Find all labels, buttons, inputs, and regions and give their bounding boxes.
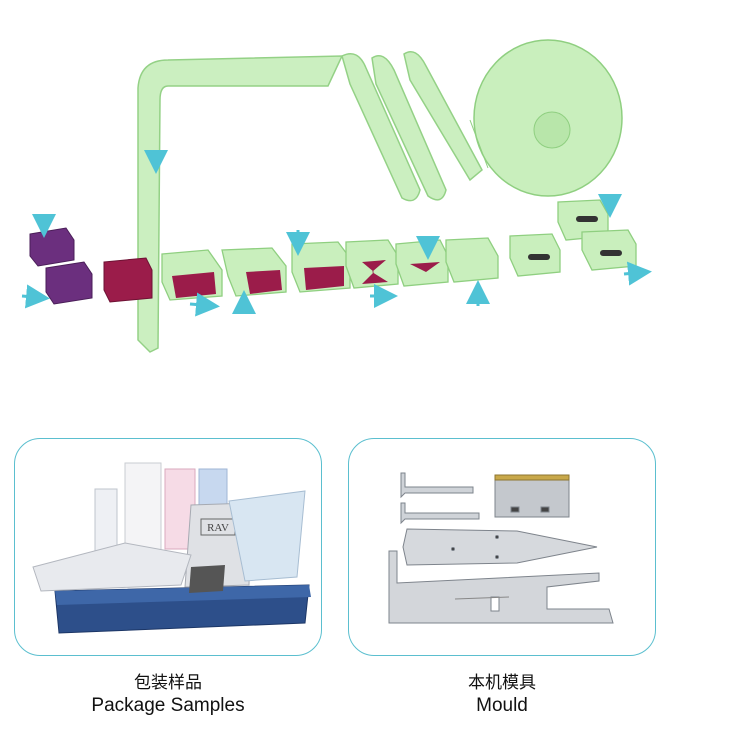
package-samples-photo: RAV bbox=[32, 462, 311, 634]
mould-photo bbox=[388, 472, 614, 624]
package-samples-title-cn: 包装样品 bbox=[134, 673, 202, 693]
rav-box-label: RAV bbox=[207, 522, 229, 534]
package-samples-panel: RAV bbox=[14, 438, 322, 656]
package-samples-title-en: Package Samples bbox=[91, 695, 245, 716]
flow-arrow-icon bbox=[21, 150, 652, 317]
wrapped-package-icon bbox=[161, 199, 637, 301]
mould-panel bbox=[348, 438, 656, 656]
mould-title-cn: 本机模具 bbox=[468, 673, 536, 693]
product-block-icon bbox=[29, 227, 153, 305]
package-samples-caption: 包装样品 Package Samples bbox=[14, 672, 322, 718]
film-roll-icon bbox=[469, 39, 623, 197]
mould-caption: 本机模具 Mould bbox=[348, 672, 656, 718]
wrapping-process-diagram bbox=[21, 39, 652, 353]
film-web bbox=[137, 51, 483, 353]
mould-title-en: Mould bbox=[476, 695, 528, 716]
